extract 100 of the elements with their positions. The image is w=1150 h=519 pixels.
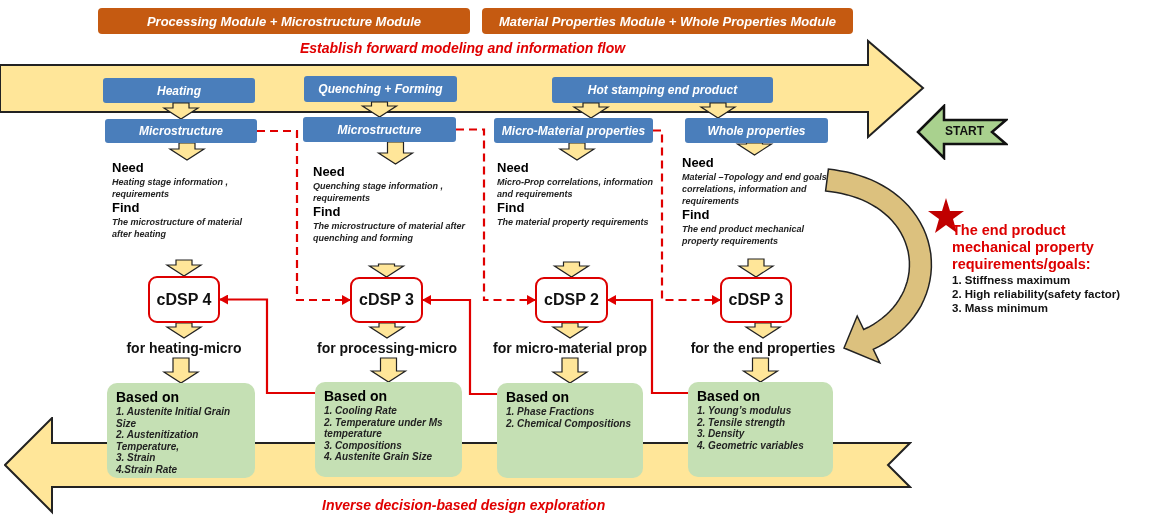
purpose-text: for the end properties: [690, 340, 836, 356]
block-arrow: [161, 357, 201, 384]
dashed-arrow: [257, 129, 351, 305]
box-label: Material Properties Module + Whole Properties Module: [499, 13, 836, 29]
list-item: 2. Chemical Compositions: [506, 417, 633, 429]
basis-box: [497, 383, 643, 478]
cdsp-box: [350, 277, 423, 323]
block-arrow: [736, 258, 776, 278]
process-box: [552, 77, 773, 103]
list-item: 1. Phase Fractions: [506, 406, 596, 418]
list-item: 2. High reliability(safety factor): [952, 287, 1122, 301]
flow-caption: Inverse decision-based design exploration: [322, 497, 606, 513]
section-heading: Based on: [506, 389, 570, 406]
list-item: 2. Austenitization Temperature,: [116, 429, 200, 452]
cdsp-box: [148, 276, 220, 323]
description-text: The microstructure of material after heating: [112, 216, 244, 240]
process-box: [304, 76, 457, 102]
section-heading: Find: [497, 200, 526, 216]
section-heading: Need: [112, 160, 145, 176]
block-arrow: [376, 141, 415, 165]
description-text: Micro-Prop correlations, information and requirements: [497, 176, 654, 200]
cdsp-label: cDSP 4: [156, 290, 212, 309]
box-label: Whole properties: [707, 123, 806, 138]
box-label: Micro-Material properties: [501, 123, 646, 138]
dashed-arrow: [456, 128, 536, 305]
description-text: Heating stage information , requirements: [112, 176, 229, 200]
process-box: [105, 119, 257, 143]
list-item: 2. Temperature under Ms temperature: [324, 416, 444, 440]
section-heading: Based on: [697, 388, 761, 405]
block-arrow: [550, 322, 590, 339]
purpose-text: for heating-micro: [126, 340, 242, 356]
block-arrow: [367, 263, 406, 278]
block-arrow: [743, 322, 783, 339]
curved-block-arrow: [824, 168, 933, 365]
description-text: Quenching stage information , requirements: [313, 180, 444, 204]
cdsp-box: [720, 277, 792, 323]
section-heading: Find: [112, 200, 141, 216]
box-label: Microstructure: [139, 124, 223, 138]
basis-box: [315, 382, 462, 477]
feedback-arrow: [422, 295, 497, 396]
block-arrow: [557, 142, 597, 161]
section-heading: Find: [313, 204, 342, 220]
cdsp-label: cDSP 2: [544, 291, 599, 309]
feedback-arrow: [607, 295, 688, 395]
block-arrow: [698, 102, 738, 119]
purpose-text: for processing-micro: [317, 340, 457, 356]
description-text: Material –Topology and end goals correlations, information and requirements: [682, 171, 827, 207]
block-arrow: [369, 357, 408, 383]
list-item: 3. Mass minimum: [952, 301, 1049, 315]
flow-caption: Establish forward modeling and information flow: [300, 40, 626, 56]
block-arrow: [164, 259, 204, 277]
box-label: Processing Module + Microstructure Module: [146, 13, 422, 29]
basis-box: [688, 382, 833, 477]
box-label: Heating: [157, 83, 201, 98]
cdsp-label: cDSP 3: [728, 291, 784, 309]
list-item: 4.Strain Rate: [116, 463, 179, 475]
list-item: 1. Austenite Initial Grain Size: [116, 406, 232, 429]
module-banner: [482, 8, 853, 34]
block-arrow: [360, 101, 399, 118]
list-item: 3. Density: [697, 428, 746, 440]
cdsp-box: [535, 277, 608, 323]
block-arrow: [161, 102, 201, 120]
block-arrow: [367, 322, 407, 339]
block-arrow: [741, 357, 780, 383]
list-item: 3. Strain: [116, 452, 157, 464]
process-box: [303, 117, 456, 142]
section-heading: Need: [682, 155, 715, 171]
block-arrow: [735, 142, 774, 156]
module-banner: [98, 8, 470, 34]
section-heading: Find: [682, 207, 711, 223]
box-label: Quenching + Forming: [318, 82, 443, 96]
block-arrow: [571, 102, 611, 119]
list-item: 1. Cooling Rate: [324, 405, 398, 417]
section-heading: Based on: [116, 389, 180, 406]
block-arrow: [164, 322, 204, 339]
purpose-text: for micro-material prop: [493, 340, 647, 356]
process-box: [103, 78, 255, 103]
description-text: The end product mechanical property requirements: [682, 223, 806, 247]
block-arrow: [552, 261, 591, 278]
process-box: [685, 118, 828, 143]
feedback-arrow: [219, 294, 315, 395]
dashed-arrow: [653, 129, 721, 305]
list-item: 1. Stiffness maximum: [952, 273, 1072, 287]
block-arrow: [167, 142, 207, 161]
description-text: The microstructure of material after quenching and forming: [313, 220, 467, 244]
cdsp-label: cDSP 3: [359, 291, 414, 309]
start-label: START: [945, 124, 985, 138]
basis-box: [107, 383, 255, 478]
list-item: 4. Geometric variables: [697, 439, 805, 451]
list-item: 1. Young’s modulus: [697, 405, 793, 417]
box-label: Microstructure: [337, 122, 422, 137]
list-item: 4. Austenite Grain Size: [324, 451, 433, 463]
description-text: The material property requirements: [497, 216, 650, 228]
list-item: 3. Compositions: [324, 439, 403, 451]
process-box: [494, 118, 653, 143]
section-heading: Need: [313, 164, 346, 180]
box-label: Hot stamping end product: [587, 83, 738, 97]
section-heading: Need: [497, 160, 530, 176]
list-item: 2. Tensile strength: [697, 416, 786, 428]
goal-heading: The end product mechanical property requirements/goals:: [952, 222, 1095, 273]
